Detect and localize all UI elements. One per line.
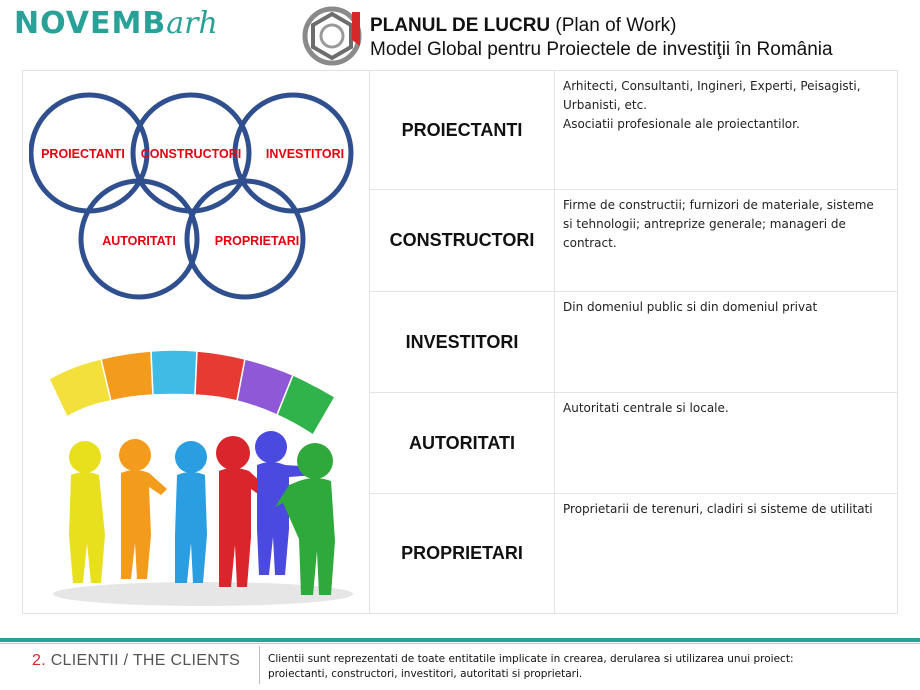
venn-ring-investitori	[232, 92, 354, 214]
page-subtitle: Model Global pentru Proiectele de invest…	[370, 39, 833, 60]
row-description: Autoritati centrale si locale.	[563, 399, 893, 418]
footer-section-number: 2.	[32, 652, 46, 669]
row-name: PROPRIETARI	[370, 494, 555, 613]
row-description: Firme de constructii; furnizori de mater…	[563, 196, 893, 253]
puzzle-piece-cyan	[150, 349, 198, 396]
figure-orange	[119, 439, 167, 579]
row-description-line: Din domeniul public si din domeniul priv…	[563, 300, 818, 314]
page-title-bold: PLANUL DE LUCRU	[370, 15, 551, 36]
row-description: Proprietarii de terenuri, cladiri si sis…	[563, 500, 893, 519]
row-description-line: si tehnologii; antreprize generale; mana…	[563, 217, 846, 231]
puzzle-team-icon	[48, 349, 353, 606]
aperture-logo-icon	[302, 6, 362, 66]
venn-label-investitori: INVESTITORI	[266, 147, 344, 161]
venn-ring-proprietari	[184, 178, 306, 300]
table-row: CONSTRUCTORI Firme de constructii; furni…	[370, 190, 898, 292]
venn-label-constructori: CONSTRUCTORI	[141, 147, 241, 161]
table-row: PROIECTANTI Arhitecti, Consultanti, Ingi…	[370, 71, 898, 190]
row-description-line: Urbanisti, etc.	[563, 98, 648, 112]
footer-divider	[259, 646, 260, 684]
row-description-line: Arhitecti, Consultanti, Ingineri, Expert…	[563, 79, 861, 93]
page-title-rest: (Plan of Work)	[550, 15, 677, 36]
row-description-line: Proprietarii de terenuri, cladiri si sis…	[563, 502, 873, 516]
table-row: INVESTITORI Din domeniul public si din d…	[370, 292, 898, 393]
venn-ring-autoritati	[78, 178, 200, 300]
row-description: Din domeniul public si din domeniul priv…	[563, 298, 893, 317]
footer-description-line: Clientii sunt reprezentati de toate enti…	[268, 653, 794, 665]
row-description-line: Autoritati centrale si locale.	[563, 401, 729, 415]
venn-label-proprietari: PROPRIETARI	[215, 234, 300, 248]
table-row: AUTORITATI Autoritati centrale si locale…	[370, 393, 898, 494]
row-name: PROIECTANTI	[370, 71, 555, 189]
row-name: AUTORITATI	[370, 393, 555, 493]
row-description-line: contract.	[563, 236, 617, 250]
puzzle-piece-yellow	[48, 358, 112, 419]
logo-text-script: arh	[166, 6, 218, 41]
stakeholder-venn-diagram: PROIECTANTI CONSTRUCTORI INVESTITORI AUT…	[29, 92, 354, 300]
puzzle-piece-green	[276, 373, 337, 437]
stakeholder-table: PROIECTANTI Arhitecti, Consultanti, Ingi…	[370, 71, 898, 613]
figure-yellow	[69, 441, 105, 583]
table-row: PROPRIETARI Proprietarii de terenuri, cl…	[370, 494, 898, 613]
figure-purple	[255, 431, 315, 575]
footer-section-label: CLIENTII / THE CLIENTS	[45, 652, 241, 669]
logo-text-main: NOVEMB	[14, 6, 167, 41]
footer-accent-line-thin	[0, 643, 920, 644]
footer-description: Clientii sunt reprezentati de toate enti…	[268, 652, 908, 682]
row-description-line: Asociatii profesionale ale proiectantilo…	[563, 117, 800, 131]
page-title-block: PLANUL DE LUCRU (Plan of Work) Model Glo…	[370, 14, 833, 62]
venn-label-autoritati: AUTORITATI	[102, 234, 176, 248]
venn-label-proiectanti: PROIECTANTI	[41, 147, 125, 161]
footer-section-title: 2. CLIENTII / THE CLIENTS	[32, 652, 240, 670]
puzzle-piece-orange	[100, 350, 154, 402]
row-description: Arhitecti, Consultanti, Ingineri, Expert…	[563, 77, 893, 134]
content-frame: PROIECTANTI CONSTRUCTORI INVESTITORI AUT…	[22, 70, 898, 614]
figure-green	[275, 443, 335, 595]
page-title: PLANUL DE LUCRU (Plan of Work)	[370, 14, 833, 38]
row-name: INVESTITORI	[370, 292, 555, 392]
row-description-line: Firme de constructii; furnizori de mater…	[563, 198, 874, 212]
figure-blue	[175, 441, 207, 583]
left-illustration-panel: PROIECTANTI CONSTRUCTORI INVESTITORI AUT…	[23, 71, 370, 613]
puzzle-piece-red	[194, 350, 246, 402]
footer-accent-line	[0, 638, 920, 642]
row-name: CONSTRUCTORI	[370, 190, 555, 291]
footer-description-line: proiectanti, constructori, investitori, …	[268, 668, 583, 680]
